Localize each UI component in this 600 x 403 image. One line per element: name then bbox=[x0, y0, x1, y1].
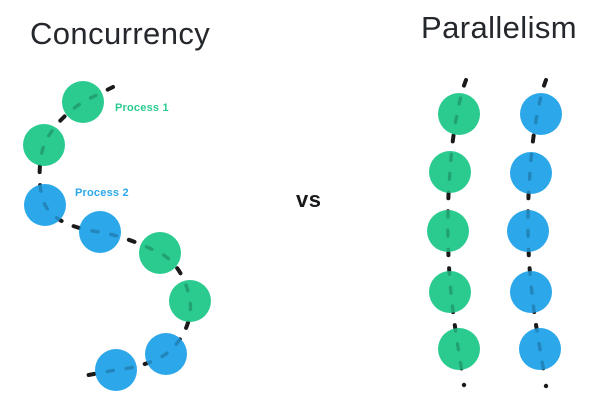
concurrency-process-circles bbox=[23, 81, 211, 391]
parallelism-blue-inner-dashes bbox=[526, 93, 548, 370]
vs-label: vs bbox=[296, 187, 322, 212]
process-step-circle bbox=[429, 151, 471, 193]
parallelism-title: Parallelism bbox=[421, 10, 577, 45]
process-step-circle bbox=[519, 328, 561, 370]
concurrency-timeline-path bbox=[37, 85, 193, 378]
process-step-circle bbox=[510, 152, 552, 194]
process-2-label: Process 2 bbox=[75, 187, 129, 199]
process-step-circle bbox=[62, 81, 104, 123]
process-step-circle bbox=[23, 124, 65, 166]
process-step-circle bbox=[427, 210, 469, 252]
parallelism-green-inner-dashes bbox=[446, 93, 468, 370]
process-step-circle bbox=[520, 93, 562, 135]
process-step-circle bbox=[95, 349, 137, 391]
concurrency-title: Concurrency bbox=[30, 16, 211, 51]
process-step-circle bbox=[438, 328, 480, 370]
process-step-circle bbox=[169, 280, 211, 322]
process-step-circle bbox=[24, 184, 66, 226]
green-path-end-dot bbox=[461, 382, 467, 388]
process-step-circle bbox=[510, 271, 552, 313]
parallelism-blue-column bbox=[507, 93, 562, 370]
process-step-circle bbox=[438, 93, 480, 135]
process-step-circle bbox=[507, 210, 549, 252]
process-1-label: Process 1 bbox=[115, 102, 169, 114]
process-step-circle bbox=[79, 211, 121, 253]
parallelism-green-column bbox=[427, 93, 480, 370]
blue-path-end-dot bbox=[543, 383, 549, 389]
process-step-circle bbox=[139, 232, 181, 274]
process-step-circle bbox=[145, 333, 187, 375]
process-step-circle bbox=[429, 271, 471, 313]
